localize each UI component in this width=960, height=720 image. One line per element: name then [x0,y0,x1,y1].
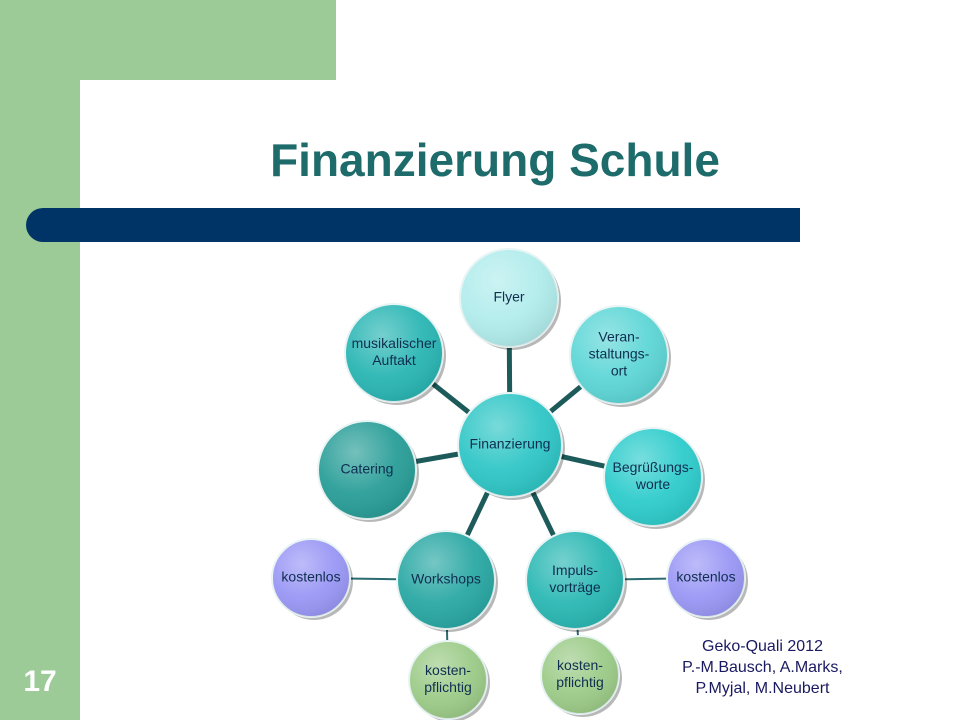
node-gloss [460,249,558,347]
top-band [0,0,336,80]
node-veranstaltungsort: Veran-staltungs-ort [569,305,671,407]
node-impuls: Impuls-vorträge [525,530,627,632]
node-label: Workshops [411,571,481,587]
node-label: kostenlos [281,569,340,585]
node-gloss [409,641,487,719]
node-label: staltungs- [589,346,650,362]
node-gloss [318,421,416,519]
node-label: Auftakt [372,352,416,368]
footer-line: Geko-Quali 2012 [702,638,823,655]
node-label: pflichtig [556,674,603,690]
node-label: kosten- [557,657,603,673]
node-gloss [570,306,668,404]
footer-line: P.-M.Bausch, A.Marks, [682,659,843,676]
node-label: worte [635,476,670,492]
node-gloss [458,393,562,497]
node-label: kosten- [425,662,471,678]
slide-title: Finanzierung Schule [270,134,720,186]
node-label: Catering [341,461,394,477]
node-label: kostenlos [676,569,735,585]
node-center: Finanzierung [457,392,565,500]
node-label: ort [611,363,627,379]
node-kostenpflichtig-right: kosten-pflichtig [540,635,622,717]
node-catering: Catering [317,420,419,522]
node-label: Veran- [598,329,640,345]
page-number: 17 [23,665,57,698]
left-band [0,0,80,720]
node-label: Begrüßungs- [613,459,694,475]
node-label: Flyer [493,289,524,305]
node-begruessung: Begrüßungs-worte [603,427,705,529]
node-gloss [526,531,624,629]
node-label: musikalischer [352,335,437,351]
node-flyer: Flyer [459,248,561,350]
node-label: Finanzierung [470,436,551,452]
node-kostenlos-right: kostenlos [666,538,748,620]
title-bar [26,208,800,242]
node-workshops: Workshops [396,530,498,632]
node-label: pflichtig [424,679,471,695]
node-kostenlos-left: kostenlos [271,538,353,620]
node-gloss [345,304,443,402]
node-gloss [541,636,619,714]
node-kostenpflichtig-left: kosten-pflichtig [408,640,490,720]
node-gloss [397,531,495,629]
node-gloss [667,539,745,617]
node-label: Impuls- [552,562,598,578]
node-gloss [604,428,702,526]
footer-line: P.Myjal, M.Neubert [695,680,830,697]
node-label: vorträge [549,579,601,595]
node-gloss [272,539,350,617]
footer-credits: Geko-Quali 2012 P.-M.Bausch, A.Marks, P.… [650,636,875,699]
